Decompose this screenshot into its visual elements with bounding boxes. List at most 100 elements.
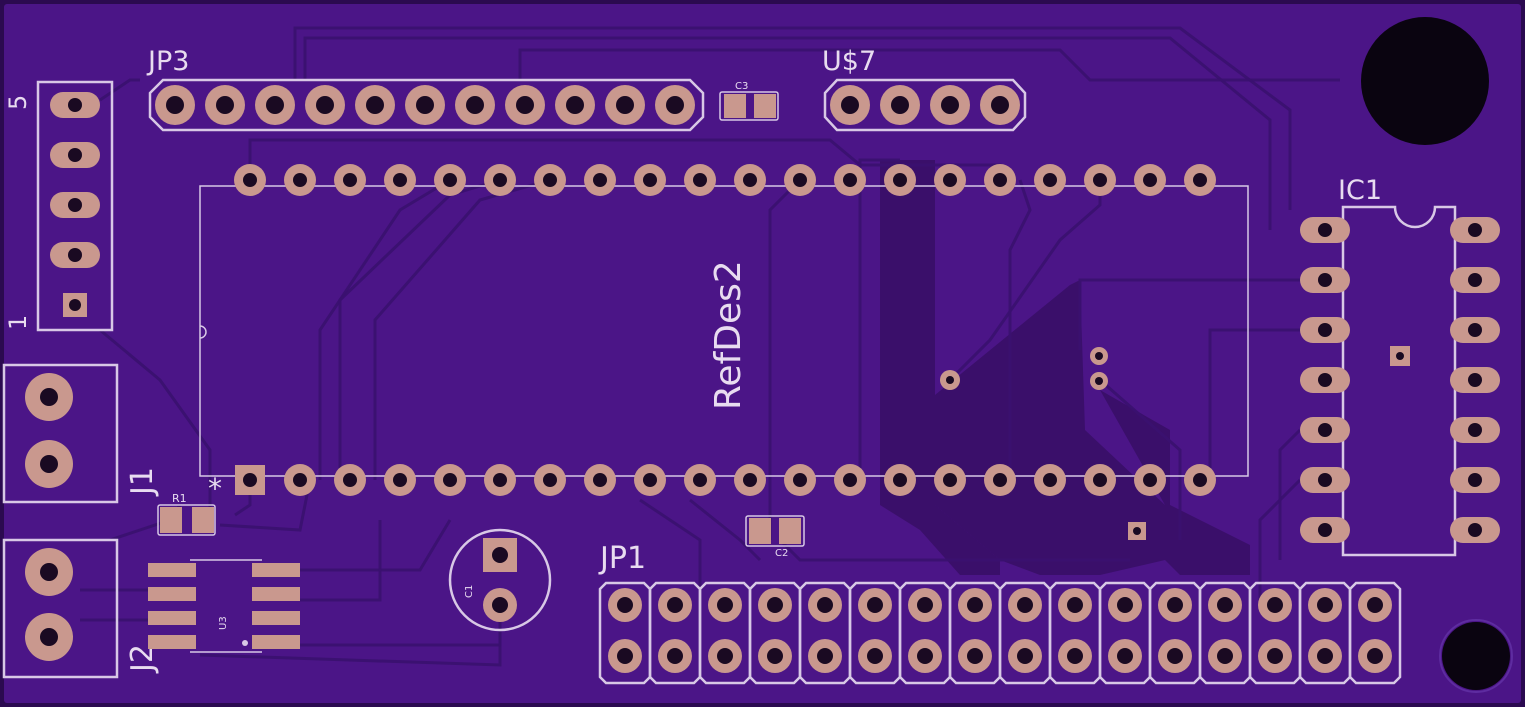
jp1-pad [708,639,742,673]
jp1-column [798,581,852,685]
jp3-pad [455,85,495,125]
refdes2-top-pin-row [234,164,1216,196]
label-u3: U3 [218,616,229,630]
refdes2-bottom-pad [984,464,1016,496]
label-u7: U$7 [822,46,876,77]
jp1-pad [708,588,742,622]
jp1-pad [858,588,892,622]
refdes2-top-pad [1084,164,1116,196]
refdes2-top-pad [434,164,466,196]
jp1-column [1148,581,1202,685]
refdes2-top-pad [834,164,866,196]
jp1-pad [1108,639,1142,673]
refdes2-bottom-pad [834,464,866,496]
u3-pad [252,611,300,625]
mounting-hole-bottom-right [1442,622,1510,690]
ic1-pad [1300,217,1350,243]
jp1-column [1198,581,1252,685]
ic1-dip14 [1300,205,1500,557]
jp3-pad [655,85,695,125]
ic1-pad [1300,517,1350,543]
jp1-pad [1258,639,1292,673]
refdes2-bottom-pad [384,464,416,496]
jp1-pad [608,639,642,673]
jp1-pad [758,588,792,622]
jp1-pad [1108,588,1142,622]
refdes2-top-pad [534,164,566,196]
ic1-pad [1300,367,1350,393]
refdes2-bottom-pad [534,464,566,496]
ic1-pad [1300,317,1350,343]
jp1-pad [1158,588,1192,622]
refdes2-top-pad [484,164,516,196]
label-c3: C3 [735,81,748,92]
jp1-pad [1208,639,1242,673]
label-ic1: IC1 [1338,175,1382,206]
jp1-pad [808,639,842,673]
refdes2-top-pad [584,164,616,196]
label-jp3: JP3 [146,46,189,77]
jp1-pad [808,588,842,622]
refdes2-top-pad [1134,164,1166,196]
jp1-header [598,581,1402,685]
u7-pad [830,85,870,125]
refdes2-top-pad [734,164,766,196]
u3-soic8 [148,559,300,653]
refdes2-top-pad [984,164,1016,196]
jp1-pad [908,588,942,622]
resistor-r1 [157,504,216,536]
jp1-pad [1258,588,1292,622]
capacitor-c2 [745,515,805,547]
refdes2-bottom-pad [934,464,966,496]
jp1-pad [1308,588,1342,622]
refdes2-top-pad [784,164,816,196]
refdes2-top-pad [384,164,416,196]
ic1-pad [1300,417,1350,443]
ic1-pad [1450,517,1500,543]
jp3-pad [605,85,645,125]
u7-pad [930,85,970,125]
jp1-pad [658,588,692,622]
label-r1: R1 [172,492,187,505]
u3-pad [252,563,300,577]
jp1-pad [858,639,892,673]
jp1-column [1048,581,1102,685]
jp1-pad [1158,639,1192,673]
jp1-pad [1358,588,1392,622]
jp1-column [998,581,1052,685]
jp1-column [1098,581,1152,685]
u7-pad [980,85,1020,125]
u7-header [823,78,1027,132]
jp1-pad [1058,588,1092,622]
ic1-pad [1450,467,1500,493]
refdes2-bottom-pad [1084,464,1116,496]
jp1-column [948,581,1002,685]
jp3-pad [505,85,545,125]
ic1-pad [1450,417,1500,443]
refdes2-top-pad [934,164,966,196]
jp1-column [1248,581,1302,685]
refdes2-bottom-pad [235,465,265,495]
refdes2-top-pad [234,164,266,196]
u3-pad [148,563,196,577]
mounting-hole-bottom-ring [1439,619,1513,693]
jp1-pad [608,588,642,622]
ic1-pad [1300,267,1350,293]
ic1-pad [1450,217,1500,243]
ic1-pad [1450,317,1500,343]
label-conn-pin5: 5 [4,95,32,110]
jp3-pad [555,85,595,125]
refdes2-bottom-pad [784,464,816,496]
label-jp1: JP1 [598,541,646,576]
label-refdes2: RefDes2 [708,260,749,410]
refdes2-bottom-pad [484,464,516,496]
ic1-pad [1300,467,1350,493]
jp1-column [698,581,752,685]
jp1-column [1348,581,1402,685]
jp3-pad [355,85,395,125]
label-j2: J2 [125,644,160,674]
ic1-pad [1450,267,1500,293]
label-j1: J1 [125,467,160,497]
terminal-j2 [2,538,119,679]
